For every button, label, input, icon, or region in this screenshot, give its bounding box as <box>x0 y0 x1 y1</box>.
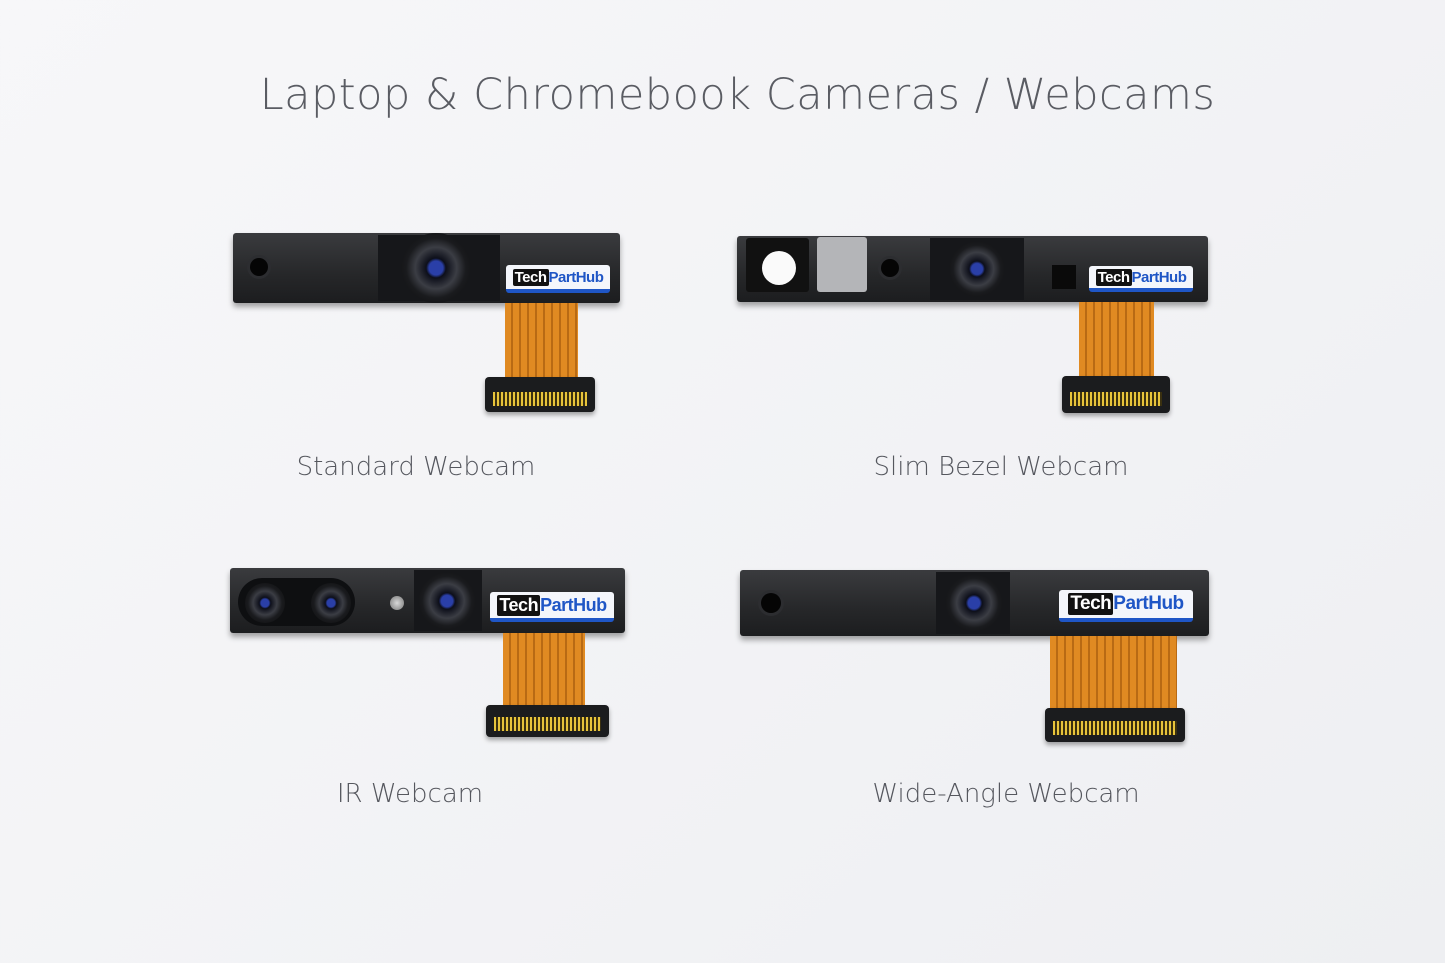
camera-lens-icon <box>418 572 476 630</box>
mic-hole-icon <box>761 593 781 613</box>
flex-cable <box>505 303 578 379</box>
product-label: Slim Bezel Webcam <box>873 452 1129 482</box>
camera-lens-icon <box>945 574 1003 632</box>
connector-pins <box>493 392 587 406</box>
mic-hole-icon <box>250 258 268 276</box>
sensor-chip-icon <box>1052 265 1076 289</box>
flex-cable <box>1079 302 1154 378</box>
connector-pins <box>1070 392 1162 406</box>
camera-lens-icon <box>401 233 471 303</box>
flex-cable <box>1050 636 1177 710</box>
camera-lens-icon <box>949 241 1005 297</box>
ir-lens-icon <box>311 583 351 623</box>
product-label: Standard Webcam <box>296 452 536 482</box>
product-label: IR Webcam <box>336 779 484 809</box>
light-sensor-icon <box>762 251 796 285</box>
mic-hole-icon <box>881 259 899 277</box>
connector-pins <box>1053 721 1177 735</box>
ir-filter-window <box>817 237 867 292</box>
flex-cable <box>503 633 585 707</box>
led-indicator-icon <box>390 596 404 610</box>
page-title: Laptop & Chromebook Cameras / Webcams <box>259 70 1216 120</box>
connector-pins <box>494 717 601 731</box>
product-label: Wide-Angle Webcam <box>872 779 1140 809</box>
ir-lens-icon <box>245 583 285 623</box>
